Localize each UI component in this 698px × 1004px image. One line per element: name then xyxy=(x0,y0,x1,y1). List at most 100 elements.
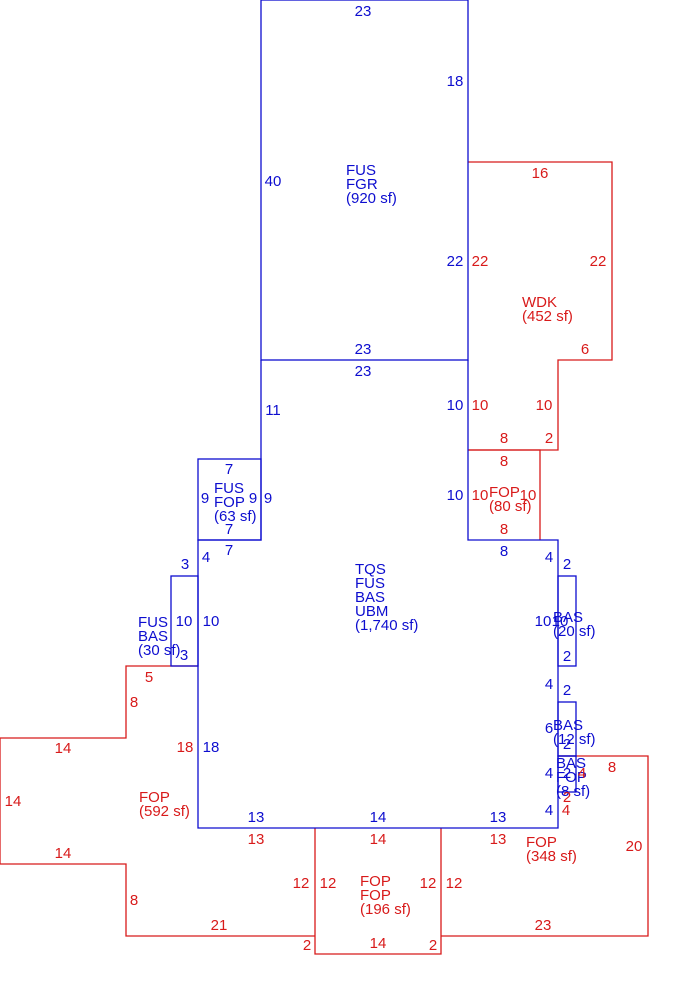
dimension-label: 10 xyxy=(535,613,552,630)
bay-20-outline xyxy=(557,575,577,667)
area-label-porch-196: FOP FOP (196 sf) xyxy=(360,873,411,918)
dimension-label: 13 xyxy=(248,809,265,826)
dimension-label: 4 xyxy=(545,802,553,819)
dimension-label: 10 xyxy=(520,487,537,504)
dimension-label: 13 xyxy=(248,831,265,848)
dimension-label: 12 xyxy=(420,875,437,892)
dimension-label: 8 xyxy=(500,521,508,538)
dimension-label: 14 xyxy=(370,831,387,848)
dimension-label: 4 xyxy=(562,802,570,819)
main-outlines xyxy=(170,0,577,829)
dimension-label: 5 xyxy=(145,669,153,686)
dimension-label: 9 xyxy=(201,490,209,507)
area-label-porch-348: FOP (348 sf) xyxy=(526,834,577,865)
dimension-label: 18 xyxy=(177,739,194,756)
dimension-label: 2 xyxy=(563,556,571,573)
area-label-main: TQS FUS BAS UBM (1,740 sf) xyxy=(355,561,418,634)
area-label-porch-80: FOP (80 sf) xyxy=(489,484,532,515)
dimension-label: 10 xyxy=(472,487,489,504)
dimension-label: 10 xyxy=(472,397,489,414)
dimension-label: 10 xyxy=(447,487,464,504)
dimension-label: 7 xyxy=(225,461,233,478)
dimension-label: 8 xyxy=(608,759,616,776)
area-label-bay-8: BAS FOP (8 sf) xyxy=(556,755,591,800)
dimension-label: 4 xyxy=(545,676,553,693)
dimension-label: 14 xyxy=(370,935,387,952)
dimension-label: 10 xyxy=(552,613,569,630)
bay-30-outline xyxy=(170,575,199,667)
dimension-label: 2 xyxy=(563,736,571,753)
dimension-label: 10 xyxy=(176,613,193,630)
dimension-label: 12 xyxy=(446,875,463,892)
dimension-label: 22 xyxy=(447,253,464,270)
dimension-label: 16 xyxy=(532,165,549,182)
dimension-label: 9 xyxy=(249,490,257,507)
dimension-label: 14 xyxy=(5,793,22,810)
dimension-label: 22 xyxy=(590,253,607,270)
dimension-label: 8 xyxy=(130,892,138,909)
dimension-label: 40 xyxy=(265,173,282,190)
dimension-labels: 23 18 40 22 23 23 11 10 10 8 4 2 7 9 9 9… xyxy=(5,3,643,954)
dimension-label: 20 xyxy=(626,838,643,855)
dimension-label: 13 xyxy=(490,809,507,826)
garage-outline xyxy=(260,0,469,361)
porch-592-outline xyxy=(0,665,315,937)
dimension-label: 14 xyxy=(55,740,72,757)
dimension-label: 9 xyxy=(264,490,272,507)
porch-80-outline xyxy=(468,449,541,540)
dimension-label: 4 xyxy=(202,549,210,566)
dimension-label: 2 xyxy=(545,430,553,447)
area-label-deck: WDK (452 sf) xyxy=(522,294,573,325)
dimension-label: 12 xyxy=(293,875,310,892)
addition-outlines xyxy=(0,161,649,955)
dimension-label: 23 xyxy=(355,341,372,358)
dimension-label: 23 xyxy=(355,363,372,380)
dimension-label: 8 xyxy=(500,430,508,447)
dimension-label: 2 xyxy=(563,648,571,665)
dimension-label: 3 xyxy=(180,647,188,664)
dimension-label: 14 xyxy=(370,809,387,826)
area-labels: FUS FGR (920 sf) TQS FUS BAS UBM (1,740 … xyxy=(138,162,596,918)
porch-348-outline xyxy=(441,755,649,937)
dimension-label: 6 xyxy=(545,720,553,737)
dimension-label: 10 xyxy=(536,397,553,414)
dimension-label: 12 xyxy=(320,875,337,892)
dimension-label: 7 xyxy=(225,542,233,559)
dimension-label: 10 xyxy=(447,397,464,414)
area-label-bay-12: BAS (12 sf) xyxy=(553,717,596,748)
dimension-label: 2 xyxy=(563,682,571,699)
dimension-label: 4 xyxy=(545,549,553,566)
dimension-label: 11 xyxy=(265,402,281,419)
bay-8-outline xyxy=(557,755,577,793)
dimension-label: 22 xyxy=(472,253,489,270)
dimension-label: 18 xyxy=(203,739,220,756)
deck-outline xyxy=(468,161,613,451)
dimension-label: 13 xyxy=(490,831,507,848)
bump-63-outline xyxy=(197,458,262,541)
dimension-label: 2 xyxy=(563,789,571,806)
dimension-label: 2 xyxy=(563,765,571,782)
dimension-label: 7 xyxy=(225,521,233,538)
dimension-label: 8 xyxy=(130,694,138,711)
dimension-label: 4 xyxy=(545,765,553,782)
dimension-label: 14 xyxy=(55,845,72,862)
dimension-label: 10 xyxy=(203,613,220,630)
dimension-label: 4 xyxy=(578,765,586,782)
dimension-label: 8 xyxy=(500,543,508,560)
dimension-label: 2 xyxy=(429,937,437,954)
area-label-bump-63: FUS FOP (63 sf) xyxy=(214,480,257,525)
dimension-label: 8 xyxy=(500,453,508,470)
dimension-label: 3 xyxy=(181,556,189,573)
dimension-label: 18 xyxy=(447,73,464,90)
dimension-label: 21 xyxy=(211,917,228,934)
dimension-label: 23 xyxy=(535,917,552,934)
dimension-label: 2 xyxy=(303,937,311,954)
porch-196-outline xyxy=(314,828,442,955)
dimension-label: 6 xyxy=(581,341,589,358)
dimension-label: 23 xyxy=(355,3,372,20)
area-label-garage: FUS FGR (920 sf) xyxy=(346,162,397,207)
area-label-porch-592: FOP (592 sf) xyxy=(139,789,190,820)
area-label-bay-30: FUS BAS (30 sf) xyxy=(138,614,181,659)
area-label-bay-20: BAS (20 sf) xyxy=(553,609,596,640)
